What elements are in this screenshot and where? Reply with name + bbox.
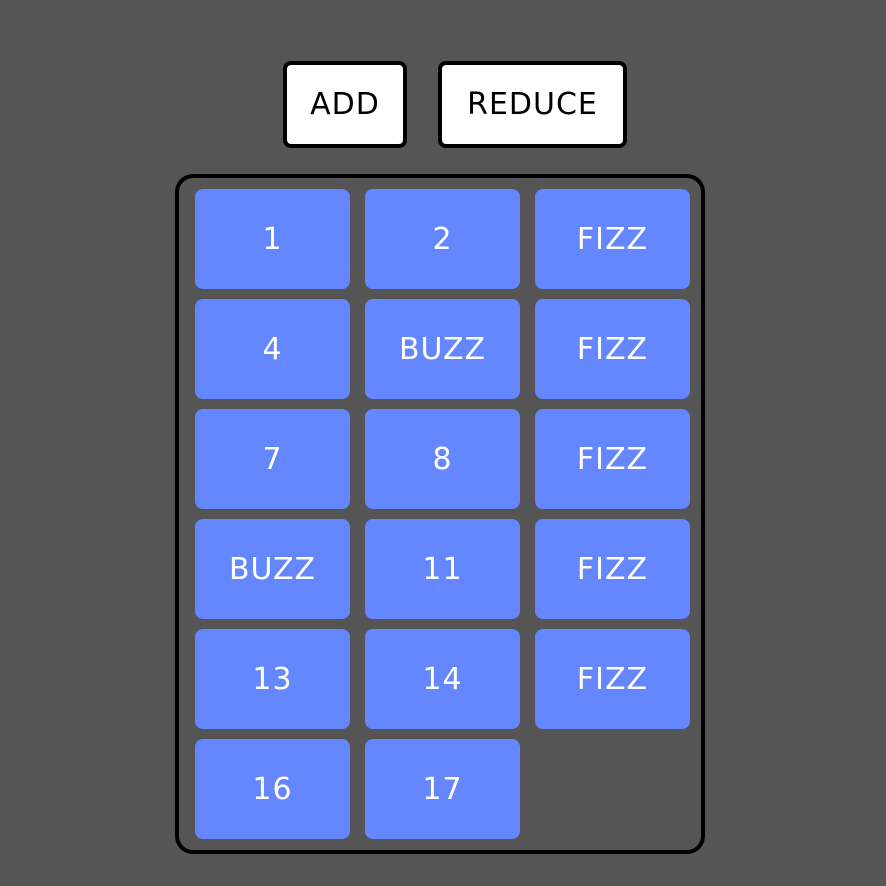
- grid-tile: FIZZ: [535, 629, 690, 729]
- grid-tile: FIZZ: [535, 189, 690, 289]
- grid-tile: FIZZ: [535, 409, 690, 509]
- grid-tile: 14: [365, 629, 520, 729]
- grid-tile: FIZZ: [535, 299, 690, 399]
- grid-tile: 17: [365, 739, 520, 839]
- grid-tile: 16: [195, 739, 350, 839]
- grid-tile: 13: [195, 629, 350, 729]
- grid-tile: FIZZ: [535, 519, 690, 619]
- grid-tile: 2: [365, 189, 520, 289]
- grid-tile: 8: [365, 409, 520, 509]
- grid-tile: BUZZ: [365, 299, 520, 399]
- grid-tile: BUZZ: [195, 519, 350, 619]
- grid-tile: 1: [195, 189, 350, 289]
- reduce-button[interactable]: REDUCE: [438, 61, 627, 148]
- grid-tile: 7: [195, 409, 350, 509]
- add-button[interactable]: ADD: [283, 61, 407, 148]
- grid-tile: 4: [195, 299, 350, 399]
- grid-tile: 11: [365, 519, 520, 619]
